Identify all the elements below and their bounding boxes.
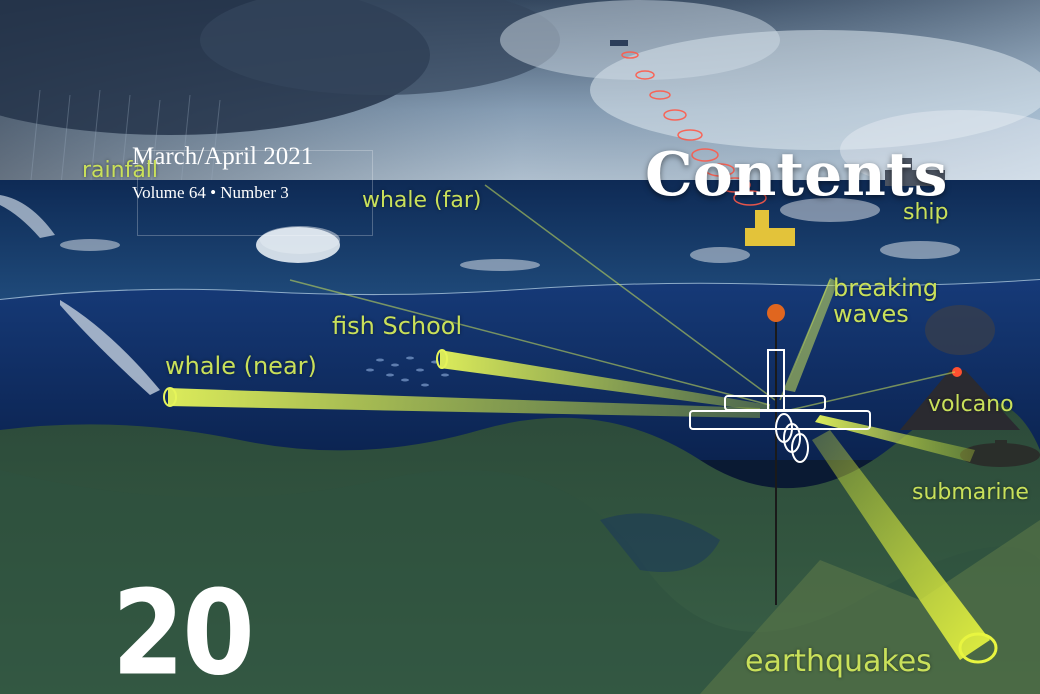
issue-date: March/April 2021 (132, 143, 314, 170)
label-breaking-waves: breaking waves (833, 275, 938, 327)
label-rainfall: rainfall (82, 158, 159, 183)
issue-volume: Volume 64 • Number 3 (132, 183, 289, 202)
label-earthquakes: earthquakes (745, 644, 932, 679)
label-breaking-waves-line2: waves (833, 300, 909, 328)
label-fish-school: fish School (332, 312, 463, 340)
label-volcano: volcano (928, 392, 1014, 417)
label-breaking-waves-line1: breaking (833, 274, 939, 302)
page-number: 20 (112, 565, 255, 694)
page-title: Contents (645, 140, 948, 210)
label-whale-far: whale (far) (362, 188, 482, 213)
label-whale-near: whale (near) (165, 352, 317, 380)
issue-info-frame (137, 150, 373, 236)
label-submarine: submarine (912, 480, 1029, 505)
label-ship: ship (903, 200, 949, 225)
